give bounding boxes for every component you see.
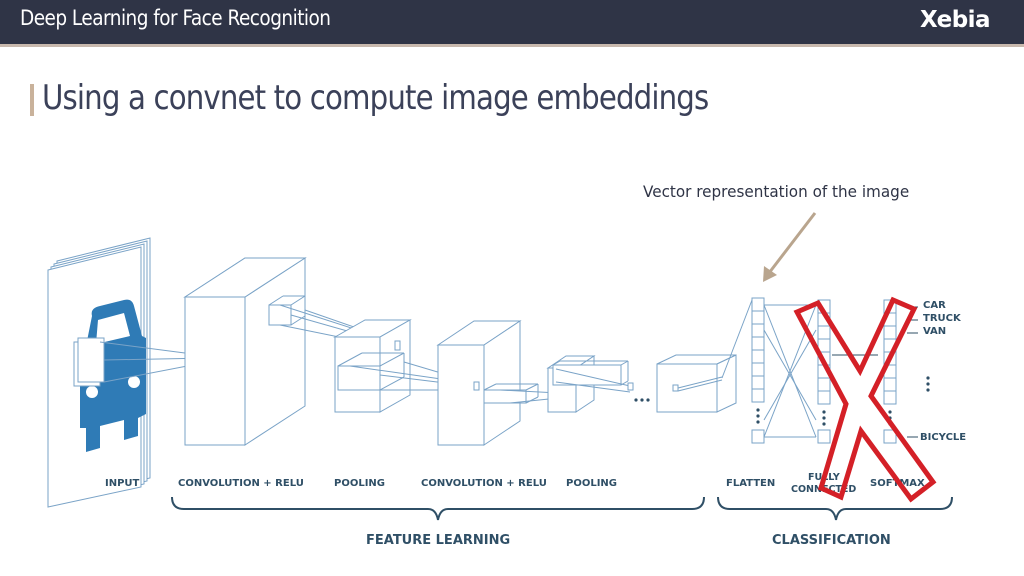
continuation-dot <box>756 408 760 412</box>
output-label-bicycle: BICYCLE <box>920 432 966 443</box>
dense-layers <box>751 297 897 444</box>
ellipsis-dots <box>634 398 650 402</box>
neuron-cell <box>751 297 765 312</box>
input-receptive-field <box>73 337 211 387</box>
bracket-classification <box>717 496 953 521</box>
slide-title: Using a convnet to compute image embeddi… <box>42 78 709 118</box>
continuation-dot <box>822 410 826 414</box>
logo-text: Xebia <box>920 7 991 33</box>
neuron-cell <box>751 349 765 364</box>
annotation-text: Vector representation of the image <box>643 182 910 201</box>
xebia-logo: Xebia <box>920 7 991 33</box>
group-label-feature-learning: FEATURE LEARNING <box>366 533 510 548</box>
pool2-block <box>546 355 634 413</box>
continuation-dot <box>756 414 760 418</box>
neuron-cell <box>883 390 897 405</box>
stage-label-input: INPUT <box>105 478 140 489</box>
output-label-car: CAR <box>923 300 946 311</box>
pool1-block <box>333 319 479 413</box>
stage-label-conv2: CONVOLUTION + RELU <box>421 478 547 489</box>
conv2-block <box>436 320 579 446</box>
conv1-block <box>183 257 401 446</box>
output-dots <box>926 376 930 392</box>
continuation-dot <box>888 410 892 414</box>
neuron-cell <box>817 377 831 392</box>
conv3-block <box>656 299 753 413</box>
neuron-cell <box>817 325 831 340</box>
slide-header: Deep Learning for Face Recognition Xebia <box>0 0 1024 44</box>
neuron-cell <box>751 336 765 351</box>
neuron-cell <box>817 390 831 405</box>
neuron-cell <box>751 388 765 403</box>
flatten-column <box>751 297 765 444</box>
stage-label-pool2: POOLING <box>566 478 617 489</box>
neuron-cell <box>817 429 831 444</box>
neuron-cell <box>883 377 897 392</box>
neuron-cell <box>751 375 765 390</box>
title-accent-bar <box>30 84 34 116</box>
annotation-arrow <box>763 212 817 282</box>
red-cross-mark <box>793 296 937 503</box>
neuron-cell <box>883 429 897 444</box>
stage-label-conv1: CONVOLUTION + RELU <box>178 478 304 489</box>
neuron-cell <box>751 429 765 444</box>
stage-label-pool1: POOLING <box>334 478 385 489</box>
output-label-truck: TRUCK <box>923 313 962 324</box>
continuation-dot <box>756 420 760 424</box>
neuron-cell <box>751 323 765 338</box>
neuron-cell <box>751 310 765 325</box>
header-title: Deep Learning for Face Recognition <box>20 6 331 30</box>
header-divider <box>0 44 1024 47</box>
output-label-van: VAN <box>923 326 946 337</box>
neuron-cell <box>751 362 765 377</box>
continuation-dot <box>822 422 826 426</box>
bracket-feature-learning <box>171 496 705 521</box>
continuation-dot <box>822 416 826 420</box>
neuron-cell <box>883 325 897 340</box>
stage-label-flatten: FLATTEN <box>726 478 775 489</box>
group-label-classification: CLASSIFICATION <box>772 533 891 548</box>
